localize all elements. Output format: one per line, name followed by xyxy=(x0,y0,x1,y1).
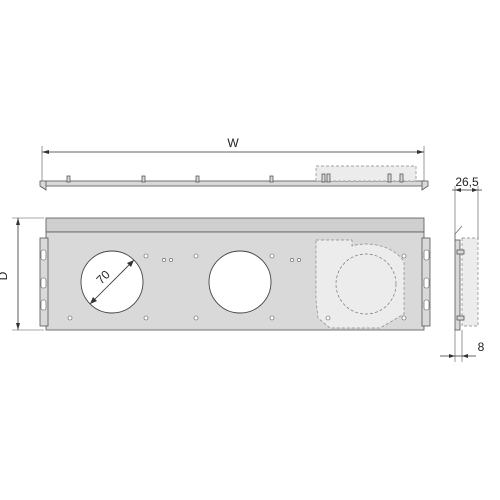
side-plate-profile xyxy=(454,239,461,331)
top-view: W xyxy=(39,136,429,191)
top-plate-left-lip xyxy=(39,180,47,191)
right-ear-slot xyxy=(423,277,430,289)
hole-diameter-line xyxy=(89,259,135,305)
left-ear-slot xyxy=(40,277,47,289)
top-tab xyxy=(66,175,71,183)
front-view: D 70 xyxy=(0,217,431,331)
left-ear-slot xyxy=(40,249,47,261)
side-depth-label: 26,5 xyxy=(455,175,479,189)
hole-diameter-arrow xyxy=(127,260,134,267)
left-ear-slot xyxy=(40,299,47,311)
screw-hole xyxy=(193,315,199,321)
fan-ghost-housing xyxy=(315,239,405,329)
top-tab xyxy=(399,173,404,183)
screw-hole xyxy=(162,258,166,262)
screw-hole xyxy=(297,258,301,262)
side-offset-arrow xyxy=(449,354,455,358)
top-tab xyxy=(195,175,200,183)
depth-arrow-top xyxy=(16,218,20,225)
depth-arrow-bottom xyxy=(16,323,20,330)
fan-ghost-side xyxy=(461,237,479,327)
top-plate-right-lip xyxy=(421,180,429,191)
width-arrow-left xyxy=(42,150,49,154)
top-tab xyxy=(321,173,326,183)
fan-screw xyxy=(401,253,407,259)
hole-diameter-arrow xyxy=(90,297,97,304)
screw-hole xyxy=(269,315,275,321)
screw-hole xyxy=(193,253,199,259)
side-bracket xyxy=(456,249,465,255)
side-view: 26,5 8 xyxy=(440,175,485,362)
right-ear-slot xyxy=(423,299,430,311)
side-bracket xyxy=(456,315,465,321)
fan-ghost-rotor xyxy=(335,253,397,315)
side-offset-label: 8 xyxy=(478,340,485,354)
screw-hole xyxy=(290,258,294,262)
top-tab xyxy=(387,173,392,183)
side-offset-arrow xyxy=(462,354,468,358)
screw-hole xyxy=(143,253,149,259)
cable-hole-right xyxy=(208,250,272,314)
depth-label: D xyxy=(0,271,10,280)
top-tab xyxy=(326,173,331,183)
right-ear-slot xyxy=(423,249,430,261)
front-plate-top-fold xyxy=(45,217,425,233)
top-tab xyxy=(141,175,146,183)
side-depth-arrow xyxy=(455,188,461,192)
side-depth-arrow xyxy=(472,188,478,192)
fan-screw xyxy=(325,315,331,321)
top-plate xyxy=(43,180,425,187)
screw-hole xyxy=(67,315,73,321)
top-tab xyxy=(269,175,274,183)
screw-hole xyxy=(143,315,149,321)
fan-screw xyxy=(401,315,407,321)
screw-hole xyxy=(169,258,173,262)
width-arrow-right xyxy=(417,150,424,154)
side-profile-top-bend xyxy=(454,225,463,240)
width-label: W xyxy=(227,136,239,150)
screw-hole xyxy=(269,253,275,259)
